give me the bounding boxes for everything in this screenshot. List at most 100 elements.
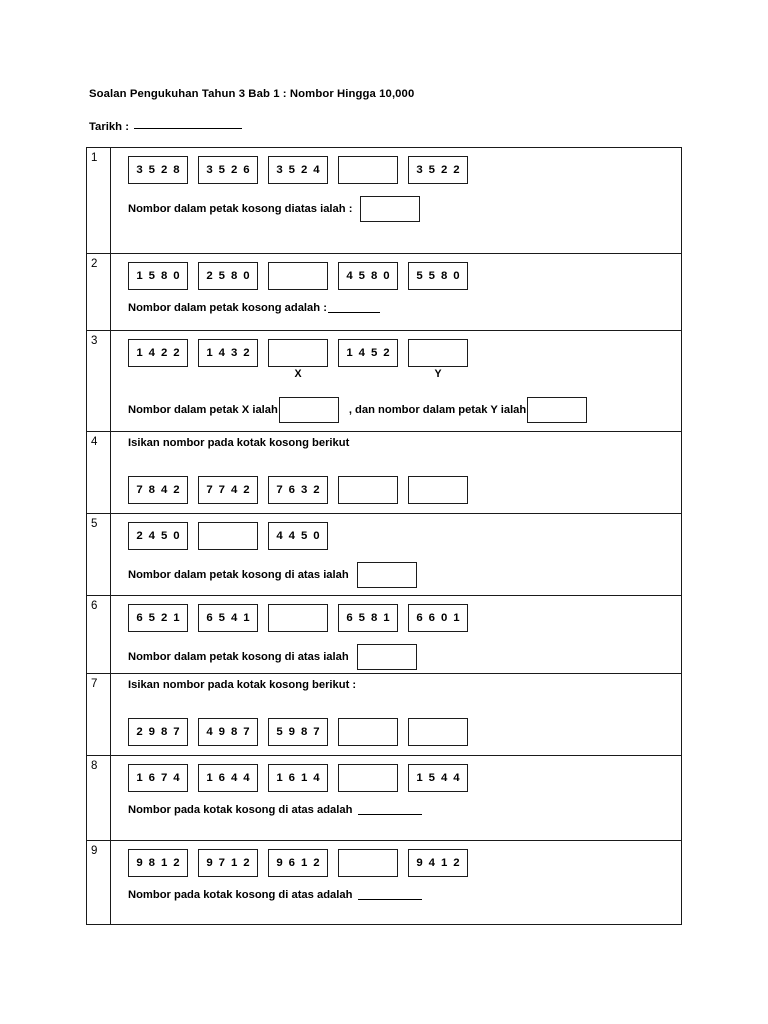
sequence-label-x: X — [294, 368, 302, 380]
sequence-number-box: 1 6 1 4 — [268, 764, 328, 792]
question-number: 8 — [87, 756, 111, 840]
question-row: 1 3 5 2 8 3 5 2 6 3 5 2 4 3 5 2 2 Nombor dala… — [87, 148, 681, 254]
sequence-number-box: 9 8 1 2 — [128, 849, 188, 877]
sequence-number-box: 3 5 2 8 — [128, 156, 188, 184]
question-instruction: Isikan nombor pada kotak kosong berikut — [128, 437, 350, 449]
answer-rule[interactable] — [358, 805, 423, 815]
sequence-number-box: 1 6 4 4 — [198, 764, 258, 792]
sequence-number-box: 9 6 1 2 — [268, 849, 328, 877]
sequence-number-box: 4 9 8 7 — [198, 718, 258, 746]
answer-prompt-text: Nombor pada kotak kosong di atas adalah — [128, 889, 353, 901]
sequence-number-box: 1 4 2 2 — [128, 339, 188, 367]
answer-prompt-text: Nombor dalam petak kosong adalah : — [128, 302, 327, 314]
answer-prompt: Nombor dalam petak kosong diatas ialah : — [111, 196, 681, 222]
sequence-blank-box[interactable] — [338, 156, 398, 184]
question-number: 7 — [87, 674, 111, 755]
answer-rule[interactable] — [327, 303, 380, 313]
sequence-number-box: 1 5 4 4 — [408, 764, 468, 792]
sequence-blank-box[interactable] — [408, 476, 468, 504]
sequence-number-box: 5 5 8 0 — [408, 262, 468, 290]
page-title: Soalan Pengukuhan Tahun 3 Bab 1 : Nombor… — [89, 88, 415, 100]
question-number: 3 — [87, 331, 111, 431]
number-sequence: 3 5 2 8 3 5 2 6 3 5 2 4 3 5 2 2 — [111, 148, 681, 184]
sequence-number-box: 2 9 8 7 — [128, 718, 188, 746]
sequence-number-box: 1 5 8 0 — [128, 262, 188, 290]
questions-table: 1 3 5 2 8 3 5 2 6 3 5 2 4 3 5 2 2 Nombor dala… — [86, 147, 682, 925]
date-field: Tarikh : — [89, 118, 243, 133]
sequence-blank-box[interactable] — [338, 764, 398, 792]
sequence-number-box: 2 4 5 0 — [128, 522, 188, 550]
question-body: 1 6 7 4 1 6 4 4 1 6 1 4 1 5 4 4 Nombor pada … — [111, 756, 681, 840]
number-sequence: 6 5 2 1 6 5 4 1 6 5 8 1 6 6 0 1 — [111, 596, 681, 632]
sequence-number-box: 5 9 8 7 — [268, 718, 328, 746]
sequence-label-empty — [338, 368, 398, 381]
number-sequence: 2 4 5 0 4 4 5 0 — [111, 514, 681, 550]
number-sequence: 2 9 8 7 4 9 8 7 5 9 8 7 — [111, 691, 681, 746]
answer-box-y[interactable] — [527, 397, 588, 423]
sequence-label-y: Y — [434, 368, 442, 380]
sequence-number-box: 7 8 4 2 — [128, 476, 188, 504]
sequence-blank-box[interactable] — [408, 339, 468, 367]
question-instruction: Isikan nombor pada kotak kosong berikut … — [128, 679, 357, 691]
sequence-blank-box[interactable] — [338, 476, 398, 504]
question-row: 4 Isikan nombor pada kotak kosong berikut… — [87, 432, 681, 514]
question-row: 7 Isikan nombor pada kotak kosong berikut… — [87, 674, 681, 756]
question-row: 8 1 6 7 4 1 6 4 4 1 6 1 4 1 5 4 4 Nombor pada… — [87, 756, 681, 841]
answer-box[interactable] — [356, 562, 417, 588]
sequence-blank-box[interactable] — [268, 604, 328, 632]
sequence-number-box: 6 6 0 1 — [408, 604, 468, 632]
sequence-blank-box[interactable] — [268, 262, 328, 290]
sequence-number-box: 1 4 5 2 — [338, 339, 398, 367]
sequence-number-box: 6 5 4 1 — [198, 604, 258, 632]
sequence-number-box: 6 5 8 1 — [338, 604, 398, 632]
sequence-number-box: 3 5 2 2 — [408, 156, 468, 184]
sequence-label-empty — [128, 368, 188, 381]
answer-prompt: Nombor dalam petak kosong adalah : — [111, 302, 681, 314]
answer-prompt-text-2: , dan nombor dalam petak Y ialah — [348, 404, 527, 416]
question-number: 4 — [87, 432, 111, 513]
sequence-blank-box[interactable] — [408, 718, 468, 746]
date-input-rule[interactable] — [134, 118, 243, 129]
sequence-number-box: 1 4 3 2 — [198, 339, 258, 367]
answer-prompt: Nombor pada kotak kosong di atas adalah — [111, 804, 681, 816]
sequence-label-empty — [198, 368, 258, 381]
answer-box[interactable] — [360, 196, 421, 222]
answer-box-x[interactable] — [278, 397, 339, 423]
answer-prompt: Nombor dalam petak X ialah, dan nombor d… — [111, 397, 681, 423]
question-body: 3 5 2 8 3 5 2 6 3 5 2 4 3 5 2 2 Nombor dalam… — [111, 148, 681, 253]
question-body: Isikan nombor pada kotak kosong berikut … — [111, 674, 681, 755]
number-sequence: 1 6 7 4 1 6 4 4 1 6 1 4 1 5 4 4 — [111, 756, 681, 792]
question-number: 5 — [87, 514, 111, 595]
question-number: 9 — [87, 841, 111, 924]
question-row: 3 1 4 2 2 1 4 3 2 1 4 5 2 X Y Nombor dalam pet… — [87, 331, 681, 432]
question-body: 2 4 5 0 4 4 5 0 Nombor dalam petak kosong … — [111, 514, 681, 595]
sequence-number-box: 3 5 2 4 — [268, 156, 328, 184]
sequence-blank-box[interactable] — [338, 718, 398, 746]
sequence-number-box: 9 7 1 2 — [198, 849, 258, 877]
answer-prompt-text: Nombor dalam petak kosong diatas ialah : — [128, 203, 353, 215]
sequence-number-box: 6 5 2 1 — [128, 604, 188, 632]
answer-prompt-text: Nombor dalam petak kosong di atas ialah — [128, 569, 349, 581]
sequence-number-box: 7 7 4 2 — [198, 476, 258, 504]
sequence-blank-box[interactable] — [338, 849, 398, 877]
sequence-number-box: 2 5 8 0 — [198, 262, 258, 290]
sequence-number-box: 3 5 2 6 — [198, 156, 258, 184]
sequence-blank-box[interactable] — [268, 339, 328, 367]
sequence-blank-box[interactable] — [198, 522, 258, 550]
question-number: 1 — [87, 148, 111, 253]
answer-prompt-text: Nombor pada kotak kosong di atas adalah — [128, 804, 353, 816]
answer-prompt-text: Nombor dalam petak kosong di atas ialah — [128, 651, 349, 663]
sequence-number-box: 1 6 7 4 — [128, 764, 188, 792]
sequence-number-box: 4 4 5 0 — [268, 522, 328, 550]
answer-rule[interactable] — [358, 890, 423, 900]
answer-prompt: Nombor pada kotak kosong di atas adalah — [111, 889, 681, 901]
answer-box[interactable] — [356, 644, 417, 670]
